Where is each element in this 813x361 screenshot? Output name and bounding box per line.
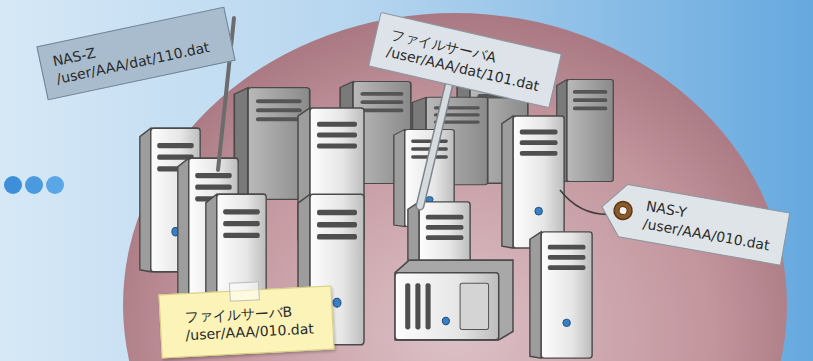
sign-pole [420,72,452,206]
tag-hole [618,206,627,215]
tag-eyelet [613,200,634,221]
dot [4,176,22,194]
dot [25,176,43,194]
dome [123,13,787,361]
tag-body [597,181,789,265]
sticky-note: ファイルサーバB/user/AAA/010.dat [158,286,334,359]
dot [46,176,64,194]
sign-pole [420,72,452,206]
tape [229,281,260,302]
